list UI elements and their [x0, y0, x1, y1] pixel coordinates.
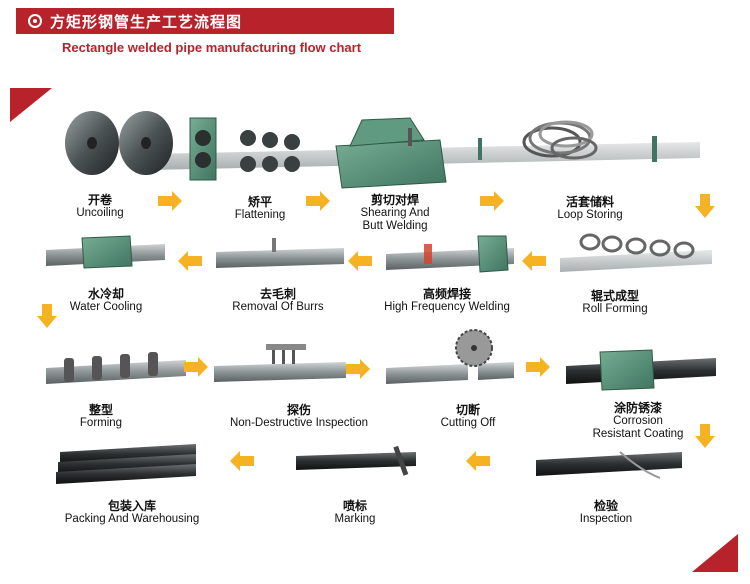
packing-bundle [56, 444, 196, 484]
circle-bullet-icon [28, 14, 42, 28]
corner-triangle-top-left [10, 88, 52, 122]
flattening-machine [189, 117, 300, 181]
left-arrow-icon [178, 251, 202, 271]
deburring-machine [216, 238, 344, 268]
right-arrow-icon [184, 357, 208, 377]
page-subtitle: Rectangle welded pipe manufacturing flow… [62, 40, 362, 55]
right-arrow-icon [526, 357, 550, 377]
page-title: 方矩形钢管生产工艺流程图 [50, 12, 243, 31]
right-arrow-icon [480, 191, 504, 211]
marking-machine [296, 445, 416, 476]
corner-triangle-bottom-right [692, 534, 738, 572]
hf-welding-machine [386, 235, 514, 273]
right-arrow-icon [346, 359, 370, 379]
down-arrow-icon [37, 304, 57, 328]
ndt-machine [214, 344, 346, 382]
water-cooling-machine [46, 235, 165, 269]
cutting-machine [386, 329, 514, 384]
uncoiler-machine [65, 111, 173, 175]
left-arrow-icon [348, 251, 372, 271]
forming-machine [46, 352, 186, 384]
left-arrow-icon [522, 251, 546, 271]
right-arrow-icon [158, 191, 182, 211]
loop-storing-machine [478, 120, 657, 162]
shearing-welding-machine [335, 117, 447, 189]
roll-forming-machine [560, 233, 712, 272]
header-bar: 方矩形钢管生产工艺流程图 [16, 8, 394, 34]
down-arrow-icon [695, 194, 715, 218]
coating-machine [566, 349, 716, 391]
down-arrow-icon [695, 424, 715, 448]
left-arrow-icon [230, 451, 254, 471]
inspection-pipe [536, 451, 682, 479]
left-arrow-icon [466, 451, 490, 471]
right-arrow-icon [306, 191, 330, 211]
